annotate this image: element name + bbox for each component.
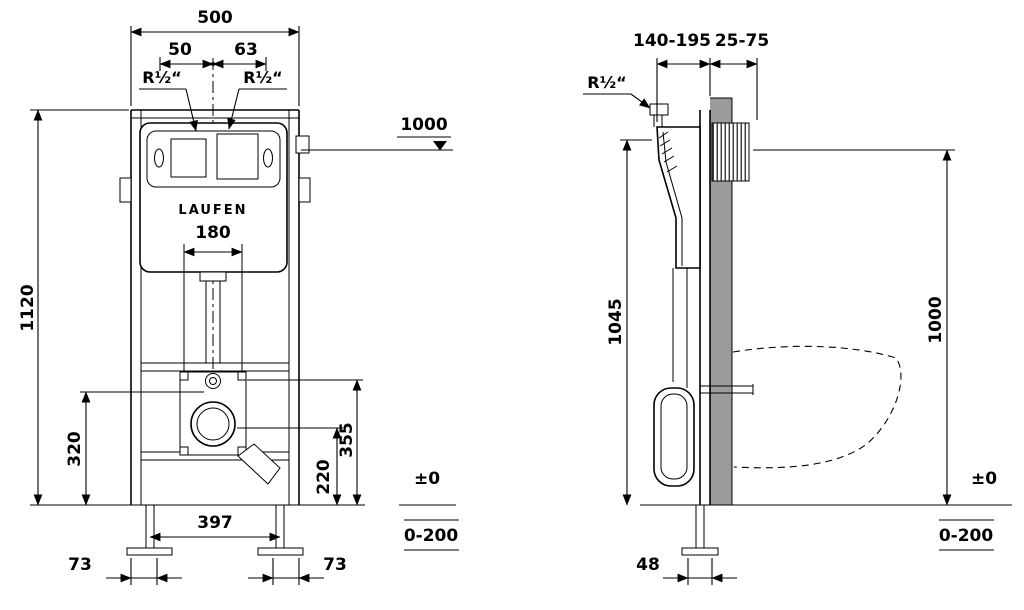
side-frame-rail bbox=[699, 110, 711, 505]
adjust-range-front: 0-200 bbox=[404, 526, 459, 546]
front-frame bbox=[58, 109, 365, 556]
dim-73-left: 73 bbox=[68, 555, 92, 575]
flush-window-left bbox=[170, 138, 207, 178]
flush-window-right bbox=[216, 133, 259, 180]
foot-plate-side bbox=[681, 547, 719, 556]
dim-140-195: 140-195 bbox=[633, 31, 711, 51]
dim-48: 48 bbox=[636, 555, 660, 575]
level-zero-front: ±0 bbox=[414, 469, 440, 489]
front-mounting-bracket bbox=[179, 371, 281, 485]
side-cistern bbox=[649, 103, 701, 269]
water-inlet-elbow bbox=[649, 103, 669, 116]
level-zero-side: ±0 bbox=[971, 469, 997, 489]
front-cistern: LAUFEN bbox=[139, 122, 288, 273]
dim-1120: 1120 bbox=[18, 284, 38, 331]
outlet-housing bbox=[653, 387, 695, 487]
level-arrow-front bbox=[433, 141, 447, 151]
conn-left-leader bbox=[185, 88, 198, 132]
dim-63: 63 bbox=[234, 40, 258, 60]
side-flush-pipe bbox=[653, 268, 695, 487]
dim-220: 220 bbox=[314, 459, 334, 495]
wall-bracket-left bbox=[119, 177, 132, 203]
dim-355: 355 bbox=[337, 422, 357, 458]
conn-right-leader bbox=[227, 88, 240, 130]
dim-320: 320 bbox=[65, 431, 85, 467]
conn-side-label: R½“ bbox=[587, 73, 626, 92]
front-view: LAUFEN 500 bbox=[18, 8, 459, 585]
dim-1045: 1045 bbox=[606, 298, 626, 345]
flush-plate-side bbox=[711, 122, 750, 182]
outlet-bend bbox=[237, 443, 281, 485]
conn-side-leader bbox=[630, 93, 651, 109]
front-flush-pipe bbox=[199, 271, 227, 363]
foot-plate-left bbox=[126, 547, 173, 556]
slot-left bbox=[154, 148, 164, 168]
front-dimensions: 500 50 63 R½“ R½“ 1000 180 bbox=[18, 8, 459, 585]
conn-right-label: R½“ bbox=[243, 68, 282, 87]
dim-180: 180 bbox=[195, 223, 231, 243]
dim-397: 397 bbox=[197, 513, 233, 533]
conn-left-label: R½“ bbox=[142, 68, 181, 87]
dim-1000-front: 1000 bbox=[400, 115, 447, 135]
dim-73-right: 73 bbox=[323, 555, 347, 575]
access-shaft bbox=[146, 130, 281, 188]
wall-bracket-right bbox=[298, 177, 311, 203]
dim-50: 50 bbox=[168, 40, 192, 60]
wc-bowl-outline bbox=[732, 345, 902, 469]
dim-1000-side: 1000 bbox=[926, 296, 946, 343]
slot-right bbox=[263, 148, 273, 168]
foot-plate-right bbox=[257, 547, 304, 556]
pipe-clamp bbox=[205, 373, 221, 389]
side-foot bbox=[681, 505, 719, 556]
dim-500: 500 bbox=[197, 8, 233, 28]
side-support-bar bbox=[700, 384, 754, 395]
water-connection-fitting bbox=[295, 135, 310, 154]
side-dimensions: 140-195 25-75 R½“ 1045 1000 ±0 48 bbox=[583, 31, 997, 585]
adjust-range-side: 0-200 bbox=[939, 526, 994, 546]
brand-logo: LAUFEN bbox=[178, 203, 247, 218]
side-view: 140-195 25-75 R½“ 1045 1000 ±0 48 bbox=[583, 31, 1012, 585]
outlet-socket bbox=[190, 401, 236, 447]
bolt-bottom-left bbox=[179, 446, 189, 456]
dim-25-75: 25-75 bbox=[715, 31, 769, 51]
